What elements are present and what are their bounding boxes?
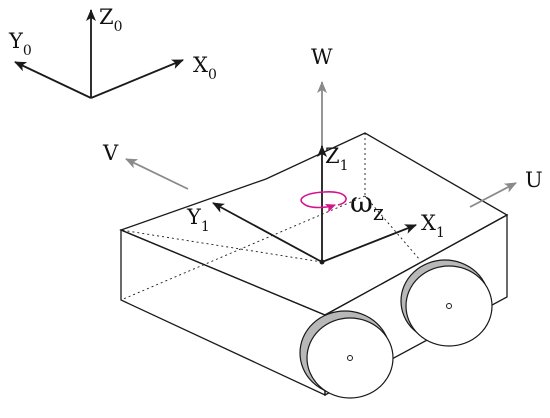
body-x-axis <box>321 224 417 263</box>
velocity-u-arrow <box>469 182 517 208</box>
world-y-label: Y0 <box>8 29 32 59</box>
world-z-label: Z0 <box>99 5 123 35</box>
world-x-label: X0 <box>193 53 217 83</box>
front-face-outline <box>120 229 326 397</box>
body-origin <box>319 259 325 265</box>
velocity-v-label: V <box>102 141 119 165</box>
wheel-rear <box>400 259 493 347</box>
body-y-label: Y1 <box>186 205 210 235</box>
velocity-arrows: W V U <box>102 45 543 208</box>
world-frame: Z0 Y0 X0 <box>8 5 217 99</box>
wheel-rear-hub <box>446 303 452 309</box>
body-y-axis <box>212 202 323 263</box>
body-frame: Z1 Y1 X1 <box>186 144 445 265</box>
world-x-axis <box>90 59 184 99</box>
rotation-indicator: ωz <box>300 186 384 225</box>
world-y-axis <box>14 61 92 99</box>
body-z-label: Z1 <box>325 144 349 174</box>
wheel-front-hub <box>347 355 353 361</box>
top-face-dotted-line <box>120 229 323 263</box>
velocity-v-arrow <box>125 158 189 190</box>
hidden-edge-bottom-right <box>364 195 421 261</box>
rotation-label: ωz <box>350 186 384 225</box>
velocity-w-label: W <box>311 45 333 69</box>
hidden-edge-bottom-left <box>120 195 366 301</box>
wheel-front <box>299 310 394 399</box>
body-x-label: X1 <box>421 211 445 241</box>
rotation-arrow <box>300 191 347 213</box>
velocity-u-label: U <box>525 168 543 192</box>
